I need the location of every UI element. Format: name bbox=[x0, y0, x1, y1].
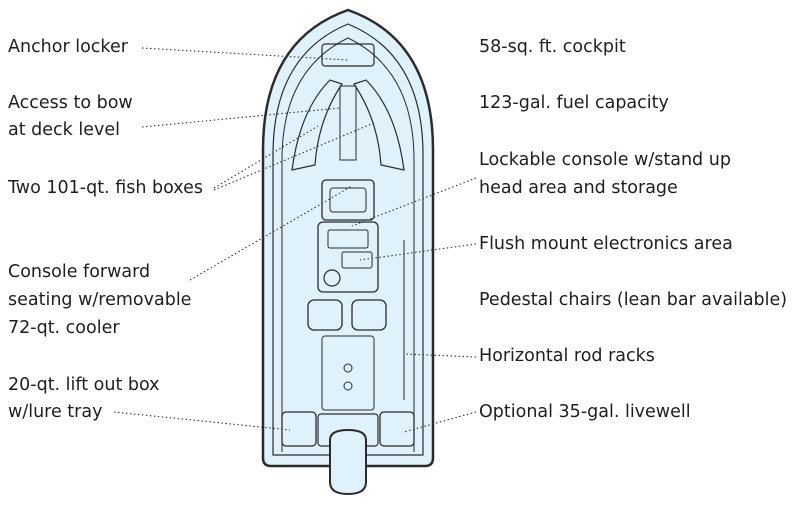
label-chairs: Pedestal chairs (lean bar available) bbox=[479, 290, 788, 310]
label-anchor-locker: Anchor locker bbox=[8, 37, 128, 57]
cockpit-hatch bbox=[321, 335, 375, 411]
fish-box-left bbox=[291, 79, 343, 171]
gunwale-line bbox=[272, 23, 424, 456]
leader-fish-box-right bbox=[213, 121, 377, 191]
label-livewell: Optional 35-gal. livewell bbox=[479, 402, 691, 422]
leader-lift-box bbox=[113, 411, 291, 431]
steering-wheel bbox=[323, 269, 341, 287]
label-fuel: 123-gal. fuel capacity bbox=[479, 93, 669, 113]
label-console-forward-1: Console forward bbox=[8, 262, 151, 282]
leader-fish-box-left bbox=[213, 125, 319, 189]
label-access-bow-1: Access to bow bbox=[8, 93, 133, 113]
label-access-bow-2: at deck level bbox=[8, 120, 120, 140]
fish-box-right bbox=[353, 79, 405, 171]
electronics-panel bbox=[341, 251, 373, 269]
center-console bbox=[317, 221, 379, 293]
label-lift-box-2: w/lure tray bbox=[8, 402, 103, 422]
label-console-forward-3: 72-qt. cooler bbox=[8, 318, 120, 338]
label-cockpit: 58-sq. ft. cockpit bbox=[479, 37, 626, 57]
label-console-1: Lockable console w/stand up bbox=[479, 150, 731, 170]
outboard-motor bbox=[329, 428, 367, 496]
leader-console-forward bbox=[189, 185, 353, 281]
pedestal-chair-left bbox=[307, 299, 343, 331]
anchor-locker bbox=[321, 43, 375, 67]
leader-access-bow bbox=[141, 107, 341, 128]
label-electronics: Flush mount electronics area bbox=[479, 234, 733, 254]
leader-livewell bbox=[403, 411, 477, 433]
pedestal-chair-right bbox=[351, 299, 387, 331]
deck-line bbox=[281, 37, 415, 452]
label-lift-box-1: 20-qt. lift out box bbox=[8, 375, 160, 395]
hull-outline bbox=[261, 8, 435, 468]
console-forward-seat bbox=[321, 179, 375, 221]
label-fish-boxes: Two 101-qt. fish boxes bbox=[8, 178, 203, 198]
label-rod-racks: Horizontal rod racks bbox=[479, 346, 655, 366]
leader-lines bbox=[113, 47, 477, 433]
bow-access-step bbox=[339, 85, 357, 161]
label-console-forward-2: seating w/removable bbox=[8, 290, 192, 310]
label-console-2: head area and storage bbox=[479, 178, 678, 198]
